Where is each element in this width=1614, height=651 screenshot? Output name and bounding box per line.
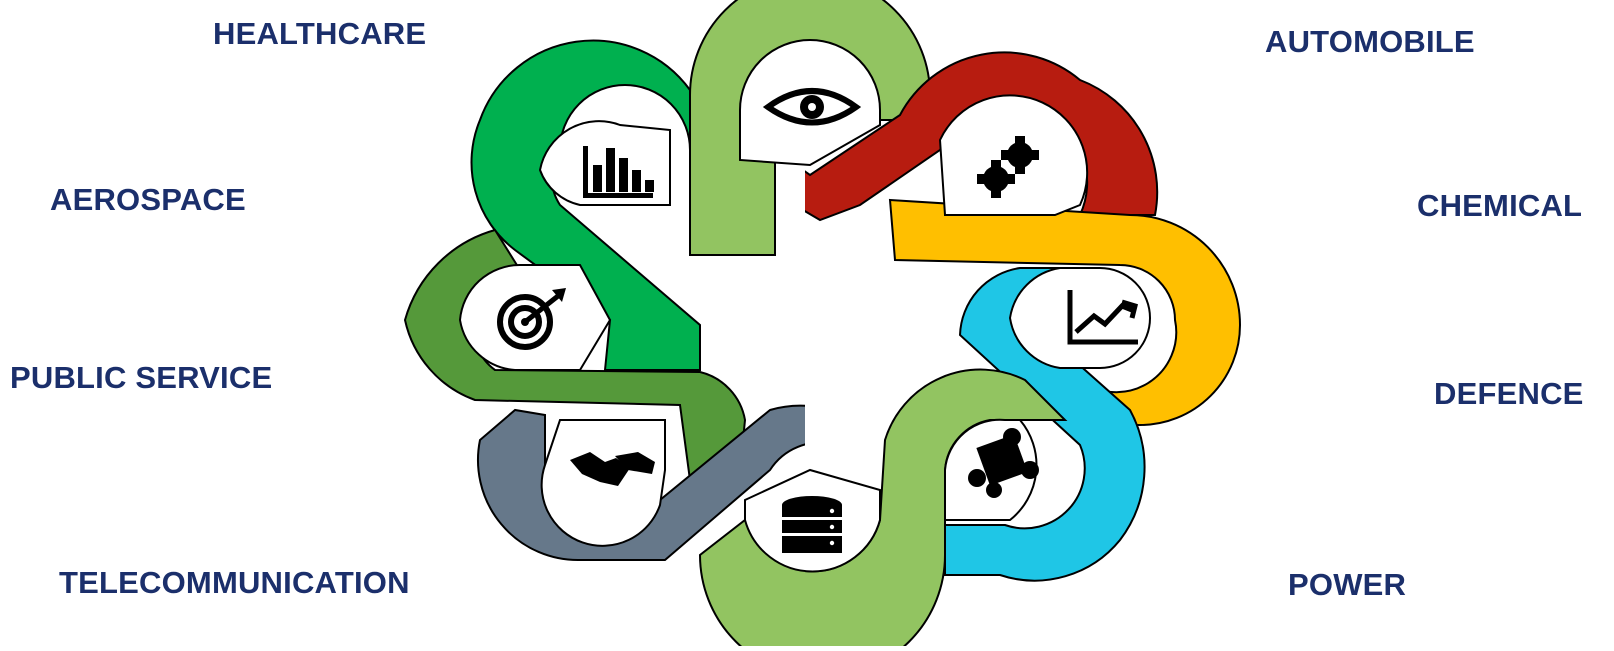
eye-icon [762, 88, 862, 126]
eye-lobe [739, 39, 881, 167]
target-lobe [458, 263, 612, 371]
bar-chart-icon [583, 146, 654, 198]
gears-icon [977, 136, 1039, 198]
loop-band-blue [944, 267, 1146, 582]
puzzle-lobe [944, 418, 1039, 521]
industry-label-aerospace: AEROSPACE [50, 182, 246, 217]
industry-label-telecommunication: TELECOMMUNICATION [59, 565, 410, 600]
handshake-lobe [540, 419, 666, 547]
trend-chart-icon [1067, 290, 1139, 345]
database-lobe [744, 468, 881, 573]
database-icon [782, 496, 842, 553]
trend-lobe [1008, 267, 1151, 369]
industry-label-chemical: CHEMICAL [1417, 188, 1583, 223]
industry-label-public-service: PUBLIC SERVICE [10, 360, 273, 395]
gears-lobe [938, 94, 1089, 216]
target-icon [497, 288, 566, 350]
industry-label-automobile: AUTOMOBILE [1265, 24, 1475, 59]
industry-label-power: POWER [1288, 567, 1407, 602]
bar-chart-lobe [538, 120, 671, 206]
industry-label-healthcare: HEALTHCARE [213, 16, 427, 51]
industry-label-defence: DEFENCE [1434, 376, 1584, 411]
loop-band-bottom [805, 368, 1068, 646]
handshake-icon [570, 452, 655, 486]
puzzle-icon [968, 428, 1039, 498]
